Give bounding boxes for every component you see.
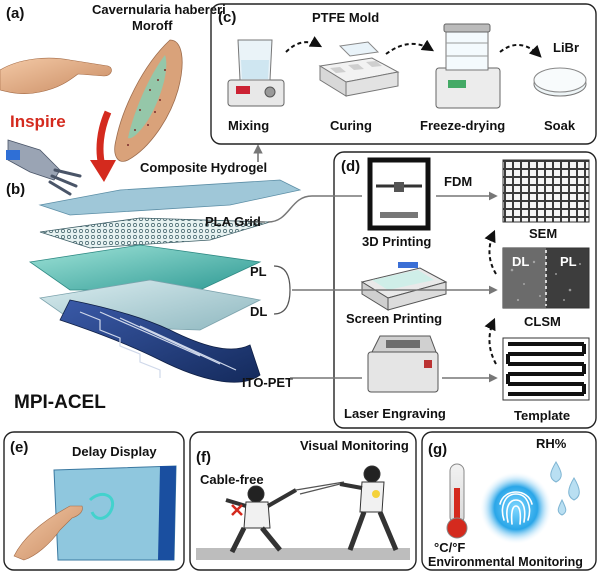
panel-d-tag: (d) [341,158,360,175]
panel-g-tag: (g) [428,441,447,458]
composite-hydrogel-sheet [38,179,302,216]
template-to-clsm-arrow [484,317,497,365]
finger-touch [13,505,83,561]
panel-f-tag: (f) [196,449,211,466]
panel-c: (c) PTFE Mold LiBr [210,3,597,145]
3d-printer [367,157,431,231]
mix-to-cure-arrow [285,36,323,53]
droplet-icon-1 [550,461,562,483]
right-foil [299,483,341,495]
delay-display-title: Delay Display [72,444,157,459]
step-curing: Curing [330,118,372,133]
clsm-to-sem-arrow [484,229,497,275]
sea-pen-polyp-dots [127,69,166,146]
pla-to-3d-printing-line [267,195,362,223]
step-freeze-drying: Freeze-drying [420,118,505,133]
template-image [502,337,590,401]
step-mixing: Mixing [228,118,269,133]
panel-a-tag: (a) [6,5,24,22]
sem-image [502,159,590,223]
fencing-piste [196,548,410,560]
cable-free-label: Cable-free [200,472,264,487]
step-soak: Soak [544,118,576,133]
ptfe-mold-label: PTFE Mold [312,10,379,25]
pl-label: PL [250,264,267,279]
laser-engraving-label: Laser Engraving [344,406,446,421]
device-name-label: MPI-ACEL [14,392,106,413]
magnetic-stirrer [227,39,285,107]
pla-grid-label: PLA Grid [205,214,261,229]
robot-hand [6,139,82,196]
thermometer-icon [446,463,468,539]
sem-label: SEM [529,226,557,241]
droplet-icon-2 [568,477,580,501]
panel-f: (f) Visual Monitoring Cable-free [189,431,417,571]
panel-g-frame [421,431,597,571]
inspire-arrow-head [90,160,116,182]
3d-printing-label: 3D Printing [362,234,431,249]
pl-layer [28,244,262,291]
dl-label: DL [250,304,267,319]
left-foil [295,481,345,491]
inspire-label: Inspire [10,112,66,131]
cure-to-freeze-arrow [385,39,435,55]
pl-dl-bracket [273,265,291,315]
pla-grid-layer [39,217,271,249]
clsm-dl-label: DL [512,254,529,269]
visual-monitoring-title: Visual Monitoring [300,438,409,453]
panel-c-tag: (c) [218,9,236,26]
panel-a: (a) Cavernularia habereri Moroff Inspire [0,2,226,182]
pointing-hand [0,57,112,94]
delay-glow-trace [88,492,115,520]
fingerprint-icon [499,491,533,525]
sea-pen-glow [128,55,167,139]
panel-c-frame [210,3,597,145]
ptfe-mold [318,41,400,97]
panel-f-frame [189,431,417,571]
temperature-units-label: °C/°F [434,540,465,555]
fdm-label: FDM [444,174,472,189]
inspire-curved-arrow [96,110,112,167]
environmental-monitoring-title: Environmental Monitoring [428,555,583,569]
panel-e: (e) Delay Display [3,431,185,571]
composite-hydrogel-label: Composite Hydrogel [140,160,267,175]
panel-e-frame [3,431,185,571]
panel-e-tag: (e) [10,439,28,456]
organism-name-line1: Cavernularia habereri [92,2,226,17]
no-cable-cross [231,504,243,516]
right-fencer [339,465,399,551]
display-side-face [158,466,176,560]
panel-d: (d) FDM 3D Printing SEM Screen Printing [292,151,597,429]
droplet-icon-3 [557,498,567,516]
libr-label: LiBr [553,40,579,55]
organism-name-line2: Moroff [132,18,173,33]
left-fencer [225,485,297,554]
clsm-image [502,247,590,309]
clsm-label: CLSM [524,314,561,329]
screen-printer [360,262,448,311]
ito-pet-layer [59,299,261,383]
freeze-to-soak-arrow [499,44,542,58]
panel-b-tag: (b) [6,181,25,198]
ito-electrode-pattern [79,311,237,378]
petri-dish [533,67,587,97]
glowing-sensor-patch [372,490,380,498]
fingerprint-glow [480,472,552,544]
template-label: Template [514,408,570,423]
panel-g: (g) RH% °C/°F Environmental Monitoring [421,431,597,571]
clsm-pl-label: PL [560,254,577,269]
laser-engraver [367,335,439,393]
screen-printing-label: Screen Printing [346,311,442,326]
freeze-dryer [435,23,501,109]
ito-pet-label: ITO-PET [242,375,293,390]
panel-b: (b) Composite Hydrogel PLA Grid PL DL IT… [6,160,302,413]
rh-label: RH% [536,436,567,451]
